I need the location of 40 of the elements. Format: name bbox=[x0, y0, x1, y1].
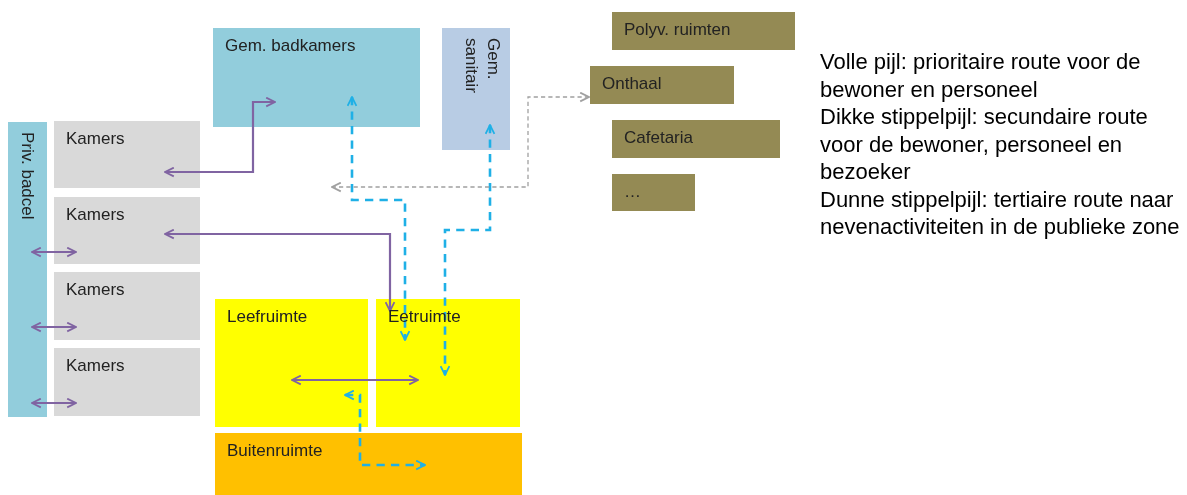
room-box bbox=[54, 121, 200, 188]
arrow bbox=[291, 374, 419, 386]
room-box bbox=[8, 122, 47, 417]
arrow bbox=[331, 91, 590, 193]
facility-box bbox=[612, 12, 795, 50]
room-name: Kamers bbox=[66, 356, 125, 376]
room-name: Kamers bbox=[66, 129, 125, 149]
room-box bbox=[442, 28, 510, 150]
room-name: Gem. sanitair bbox=[461, 38, 504, 95]
facility-box bbox=[612, 120, 780, 158]
room-name: … bbox=[624, 182, 641, 202]
room-box bbox=[54, 348, 200, 416]
facility-box bbox=[612, 174, 695, 211]
room-name: Cafetaria bbox=[624, 128, 693, 148]
room-name: Onthaal bbox=[602, 74, 662, 94]
room-box bbox=[215, 433, 522, 495]
room-name: Gem. badkamers bbox=[225, 36, 356, 56]
room-box bbox=[54, 197, 200, 264]
room-name: Priv. badcel bbox=[17, 132, 38, 222]
legend-note: Dunne stippelpijl: tertiaire route naar nevenactiviteiten in de publieke zone bbox=[820, 185, 1181, 241]
room-box bbox=[215, 299, 368, 427]
room-name: Buitenruimte bbox=[227, 441, 323, 461]
room-box bbox=[376, 299, 520, 427]
arrow bbox=[346, 96, 411, 341]
room-name: Kamers bbox=[66, 205, 125, 225]
legend-note: Dikke stippelpijl: secundaire route voor de bewoner, personeel en bezoeker bbox=[820, 103, 1149, 186]
room-name: Polyv. ruimten bbox=[624, 20, 731, 40]
arrow bbox=[344, 389, 426, 471]
arrow bbox=[31, 321, 77, 333]
room-box bbox=[54, 272, 200, 340]
facility-box bbox=[590, 66, 734, 104]
room-box bbox=[213, 28, 420, 127]
arrow bbox=[439, 124, 496, 376]
room-name: Leefruimte bbox=[227, 307, 308, 327]
arrow bbox=[164, 96, 276, 178]
room-name: Kamers bbox=[66, 280, 125, 300]
arrow bbox=[31, 246, 77, 258]
arrow bbox=[31, 397, 77, 409]
arrow bbox=[164, 228, 396, 312]
legend-note: Volle pijl: prioritaire route voor de bewoner en personeel bbox=[820, 48, 1142, 103]
